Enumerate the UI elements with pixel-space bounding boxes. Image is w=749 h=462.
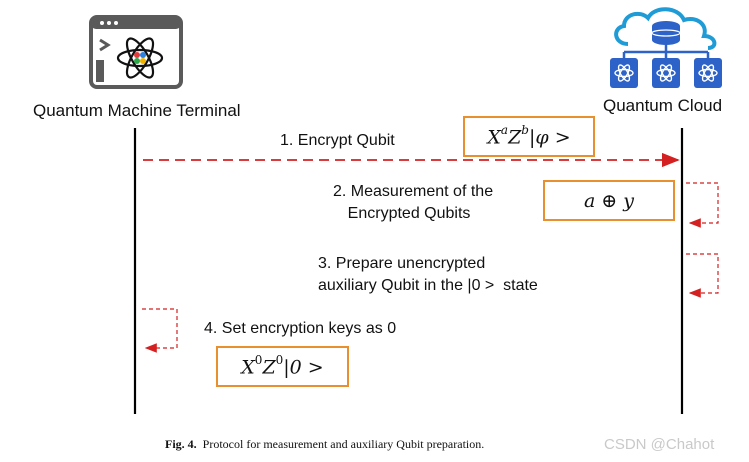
quantum-cloud-icon [610, 7, 722, 88]
step3-label: 3. Prepare unencrypted auxiliary Qubit i… [318, 253, 538, 297]
figure-caption-text: Protocol for measurement and auxiliary Q… [202, 437, 485, 451]
step2-label-line2: Encrypted Qubits [347, 205, 471, 222]
quantum-terminal-icon [89, 15, 183, 89]
step4-label: 4. Set encryption keys as 0 [204, 320, 397, 337]
figure-number: Fig. 4. [165, 437, 197, 451]
figure-caption: Fig. 4. Protocol for measurement and aux… [165, 437, 484, 452]
step3-label-line1: 3. Prepare unencrypted [318, 255, 486, 272]
watermark: CSDN @Chahot [604, 436, 715, 453]
step4-formula-box: X0Z0|0 > [216, 346, 349, 387]
step2-formula-box: a ⊕ y [543, 180, 675, 221]
step1-label: 1. Encrypt Qubit [280, 132, 395, 149]
left-actor-name: Quantum Machine Terminal [33, 101, 241, 120]
step4-self-loop [142, 308, 178, 353]
step1-formula: XaZb|φ > [487, 122, 571, 149]
step2-formula: a ⊕ y [583, 189, 635, 212]
step2-self-loop [686, 182, 719, 228]
step2-label: 2. Measurement of the Encrypted Qubits [333, 181, 493, 225]
right-actor-name: Quantum Cloud [603, 96, 723, 115]
step3-self-loop [686, 253, 719, 298]
step1-formula-box: XaZb|φ > [463, 116, 595, 157]
step2-label-line1: 2. Measurement of the [333, 183, 494, 200]
step3-label-line2: auxiliary Qubit in the |0 > state [318, 277, 538, 294]
step4-formula: X0Z0|0 > [241, 352, 324, 379]
